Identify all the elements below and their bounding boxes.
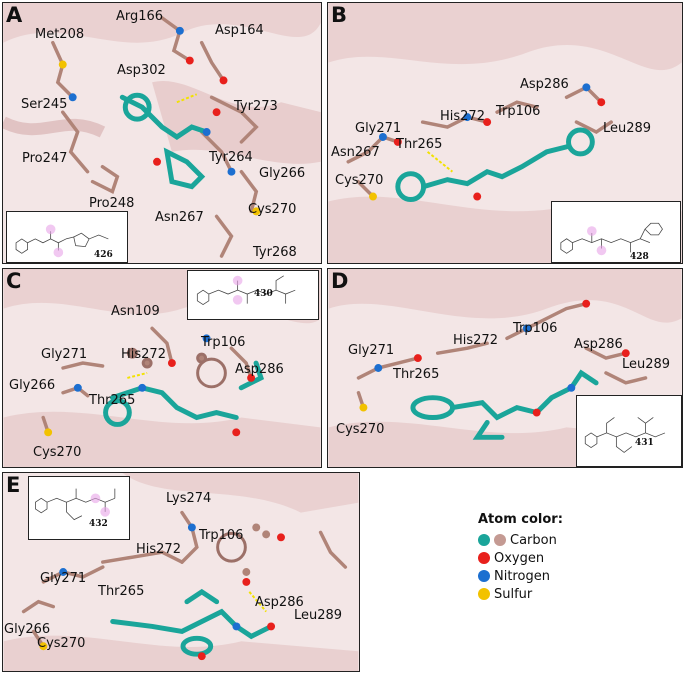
sulfur-swatch [478, 588, 490, 600]
residue-label: Cys270 [336, 422, 385, 437]
residue-label: Gly266 [4, 622, 51, 637]
compound-431-structure [584, 417, 666, 453]
panel-a-structure [3, 3, 321, 258]
residue-label: His272 [121, 347, 166, 362]
residue-label: Cys270 [248, 202, 297, 217]
panel-e: E Lys274 Trp106 His272 Gly271 Thr265 Asp… [2, 472, 360, 672]
legend-title: Atom color: [478, 512, 563, 527]
residue-label: Leu289 [603, 121, 652, 136]
carbon-teal-swatch [478, 534, 490, 546]
residue-label: Pro248 [89, 196, 135, 211]
residue-label: Asp286 [520, 77, 569, 92]
panel-d: D Trp106 His272 Gly271 Asp286 Thr265 Leu… [327, 268, 683, 468]
residue-label: Leu289 [622, 357, 671, 372]
residue-label: Ser245 [21, 97, 68, 112]
compound-number: 432 [89, 519, 108, 529]
residue-label: Asp164 [215, 23, 264, 38]
compound-number: 431 [635, 438, 654, 448]
residue-label: Thr265 [393, 367, 440, 382]
residue-label: Pro247 [22, 151, 68, 166]
nitrogen-swatch [478, 570, 490, 582]
residue-label: Thr265 [98, 584, 145, 599]
legend-item-carbon: Carbon [478, 531, 638, 549]
residue-label: Trp106 [199, 528, 244, 543]
panel-c: C Asn109 Trp106 Gly271 His272 Asp286 Gly… [2, 268, 322, 468]
residue-label: Trp106 [201, 335, 246, 350]
panel-a-label: A [6, 3, 23, 27]
atom-color-legend: Atom color: Carbon Oxygen Nitrogen Sulfu… [478, 512, 638, 603]
legend-label: Nitrogen [494, 568, 550, 584]
compound-number: 430 [254, 289, 273, 299]
compound-428-inset: 428 [551, 201, 681, 263]
residue-label: Gly271 [40, 571, 87, 586]
residue-label: His272 [453, 333, 498, 348]
compound-431-inset: 431 [576, 395, 682, 467]
compound-number: 426 [94, 250, 113, 260]
panel-a: A Arg166 Met208 Asp164 Asp302 Ser245 Tyr… [2, 2, 322, 264]
compound-430-inset: 430 [187, 270, 319, 320]
legend-item-sulfur: Sulfur [478, 585, 638, 603]
panel-d-label: D [331, 269, 349, 293]
residue-label: Asn267 [155, 210, 204, 225]
residue-label: Asp286 [574, 337, 623, 352]
legend-item-nitrogen: Nitrogen [478, 567, 638, 585]
residue-label: Cys270 [33, 445, 82, 460]
residue-label: Thr265 [89, 393, 136, 408]
compound-428-structure [560, 222, 663, 256]
residue-label: Asp286 [255, 595, 304, 610]
residue-label: Cys270 [37, 636, 86, 651]
compound-426-inset: 426 [6, 211, 128, 263]
residue-label: Gly271 [355, 121, 402, 136]
residue-label: Cys270 [335, 173, 384, 188]
residue-label: Trp106 [496, 104, 541, 119]
residue-label: Gly271 [41, 347, 88, 362]
residue-label: Leu289 [294, 608, 343, 623]
residue-label: Tyr273 [234, 99, 278, 114]
panel-b-label: B [331, 3, 348, 27]
residue-label: Tyr268 [253, 245, 297, 260]
residue-label: Thr265 [396, 137, 443, 152]
residue-label: Met208 [35, 27, 85, 42]
panel-c-label: C [6, 269, 22, 293]
legend-label: Oxygen [494, 550, 545, 566]
carbon-brown-swatch [494, 534, 506, 546]
legend-label: Carbon [510, 532, 557, 548]
residue-label: Arg166 [116, 9, 164, 24]
compound-432-structure [35, 488, 116, 521]
panel-b: B Asp286 His272 Trp106 Gly271 Leu289 Thr… [327, 2, 683, 264]
residue-label: Asn267 [331, 145, 380, 160]
residue-label: Asp302 [117, 63, 166, 78]
residue-label: Asn109 [111, 304, 160, 319]
residue-label: Lys274 [166, 491, 212, 506]
compound-430-structure [196, 275, 296, 306]
panel-e-structure [3, 473, 359, 671]
legend-item-oxygen: Oxygen [478, 549, 638, 567]
oxygen-swatch [478, 552, 490, 564]
compound-432-inset: 432 [28, 476, 130, 540]
residue-label: Asp286 [235, 362, 284, 377]
panel-e-label: E [6, 473, 21, 497]
compound-number: 428 [630, 252, 649, 262]
residue-label: Gly266 [9, 378, 56, 393]
residue-label: Trp106 [513, 321, 558, 336]
residue-label: Tyr264 [209, 150, 253, 165]
residue-label: Gly266 [259, 166, 306, 181]
residue-label: His272 [440, 109, 485, 124]
residue-label: His272 [136, 542, 181, 557]
legend-label: Sulfur [494, 586, 533, 602]
residue-label: Gly271 [348, 343, 395, 358]
compound-426-structure [15, 224, 109, 258]
